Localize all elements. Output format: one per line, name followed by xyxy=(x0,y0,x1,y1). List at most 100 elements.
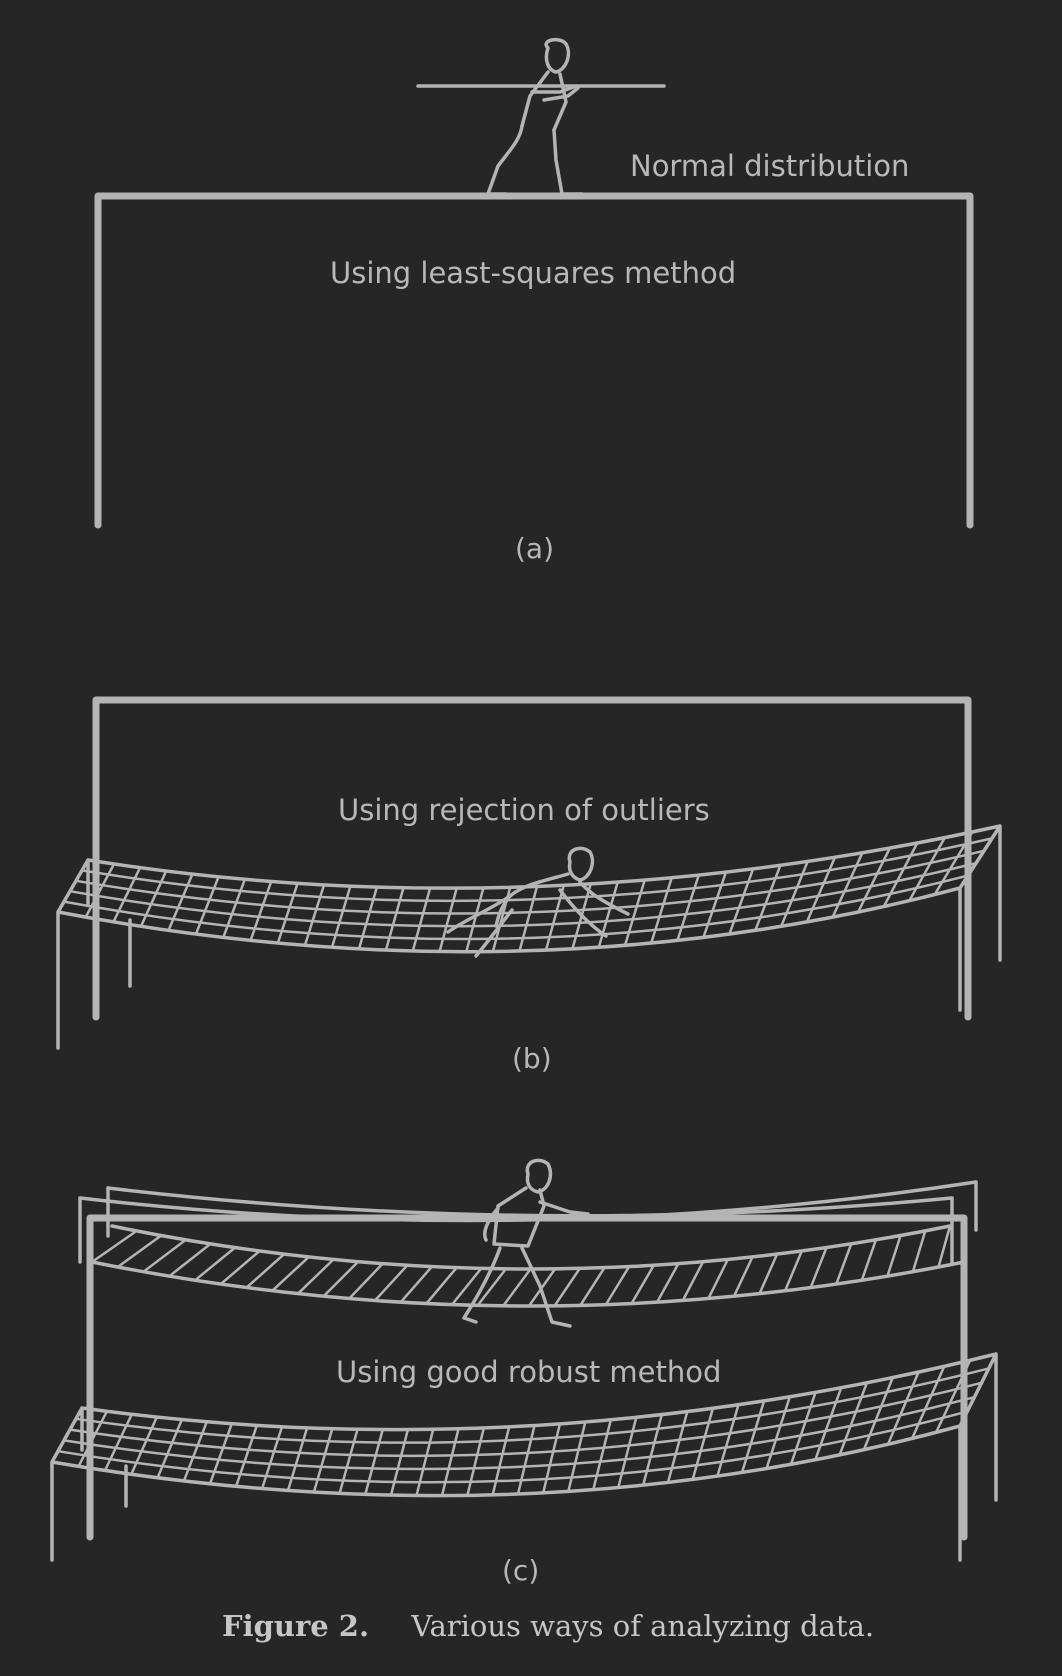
bridge-slat xyxy=(373,1264,409,1302)
panel-b-safety-net xyxy=(56,824,1002,1050)
rope-bridge xyxy=(78,1180,978,1541)
bridge-slat xyxy=(886,1234,902,1278)
bridge-slat xyxy=(860,1238,878,1282)
net-strand xyxy=(139,869,168,928)
net-strand xyxy=(167,872,194,932)
net-strand xyxy=(415,1428,435,1497)
net-strand xyxy=(74,1367,991,1444)
bridge-slat xyxy=(296,1258,335,1295)
net-strand xyxy=(68,861,978,928)
net-strand xyxy=(716,1403,740,1478)
panel-a-top-label: Normal distribution xyxy=(630,149,909,183)
bridge-slat xyxy=(502,1267,532,1308)
bridge-slat xyxy=(322,1260,360,1298)
net-strand xyxy=(541,1422,562,1495)
net-strand xyxy=(103,1413,134,1472)
net-strand xyxy=(156,1418,184,1480)
net-strand xyxy=(649,876,673,945)
bridge-slat xyxy=(911,1229,927,1273)
net-strand xyxy=(194,875,220,936)
net-strand xyxy=(666,1410,689,1484)
figure-caption: Figure 2. Various ways of analyzing data… xyxy=(222,1609,874,1643)
net-strand xyxy=(831,851,864,919)
net-strand xyxy=(754,864,782,932)
net-strand xyxy=(765,1395,792,1470)
net-strand xyxy=(728,867,755,936)
net-strand xyxy=(910,1365,946,1440)
net-strand xyxy=(641,1413,664,1487)
net-strand xyxy=(597,880,619,949)
bridge-slat xyxy=(707,1258,730,1300)
net-strand xyxy=(438,886,458,953)
net-strand xyxy=(934,1359,972,1434)
crawling-figure xyxy=(446,846,630,958)
bridge-slat xyxy=(399,1265,434,1304)
net-strand xyxy=(389,1428,410,1497)
figure-description: Various ways of analyzing data. xyxy=(410,1609,874,1643)
net-strand xyxy=(62,1395,976,1471)
net-strand xyxy=(465,886,485,953)
panel-a-method-label: Using least-squares method xyxy=(330,256,736,290)
bridge-slat xyxy=(142,1238,188,1273)
net-strand xyxy=(544,884,566,952)
bridge-slat xyxy=(425,1266,458,1305)
bridge-slat xyxy=(681,1260,705,1302)
net-strand xyxy=(886,1370,920,1446)
panel-b-method-label: Using rejection of outliers xyxy=(338,793,710,827)
figure-number: Figure 2. xyxy=(222,1609,369,1643)
net-strand xyxy=(249,880,273,942)
net-strand xyxy=(208,1422,234,1486)
net-strand xyxy=(908,836,947,902)
net-strand xyxy=(814,1386,843,1462)
bridge-slat xyxy=(476,1267,508,1307)
net-strand xyxy=(384,886,405,952)
tightrope-walker-figure xyxy=(486,37,584,196)
net-strand xyxy=(862,1376,894,1452)
net-strand xyxy=(80,837,994,903)
net-strand xyxy=(74,849,986,915)
net-strand xyxy=(740,1399,766,1474)
net-strand xyxy=(805,856,837,924)
net-strand xyxy=(592,1418,613,1491)
net-strand xyxy=(691,1407,715,1481)
net-strand xyxy=(518,885,539,953)
net-strand xyxy=(567,1420,587,1493)
bridge-slat xyxy=(937,1224,952,1269)
bridge-slat xyxy=(630,1264,656,1305)
net-strand xyxy=(357,885,379,951)
net-strand xyxy=(222,878,247,939)
net-strand xyxy=(338,1428,359,1495)
net-strand xyxy=(68,1381,983,1458)
net-strand xyxy=(234,1424,259,1488)
panel-b: Using rejection of outliers (b) xyxy=(56,696,1002,1075)
bridge-slat xyxy=(579,1266,606,1307)
net-strand xyxy=(617,1416,638,1489)
panel-a-letter: (a) xyxy=(515,532,554,565)
panel-c: Using good robust method (c) xyxy=(50,1158,998,1587)
net-strand xyxy=(440,1427,460,1497)
net-strand xyxy=(364,1428,384,1496)
bridge-slat xyxy=(809,1246,828,1289)
net-strand xyxy=(62,874,970,941)
bridge-slat xyxy=(219,1249,261,1286)
net-strand xyxy=(182,1420,209,1483)
bridge-slat xyxy=(553,1267,582,1308)
panel-b-letter: (b) xyxy=(512,1042,552,1075)
bridge-slat xyxy=(604,1265,631,1306)
net-strand xyxy=(702,870,728,939)
net-strand xyxy=(56,1410,969,1484)
net-strand xyxy=(933,830,974,896)
bridge-slat xyxy=(270,1255,311,1293)
bridge-slat xyxy=(116,1234,163,1269)
net-strand xyxy=(491,1425,511,1497)
bridge-slat xyxy=(835,1242,853,1286)
bridge-slat xyxy=(348,1262,384,1300)
net-strand xyxy=(411,886,432,953)
bridge-slat xyxy=(732,1255,754,1298)
net-strand xyxy=(312,1427,334,1494)
net-strand xyxy=(856,846,892,914)
bridge-slat xyxy=(758,1252,779,1295)
net-strand xyxy=(466,1426,486,1497)
bridge-slat xyxy=(90,1229,138,1264)
